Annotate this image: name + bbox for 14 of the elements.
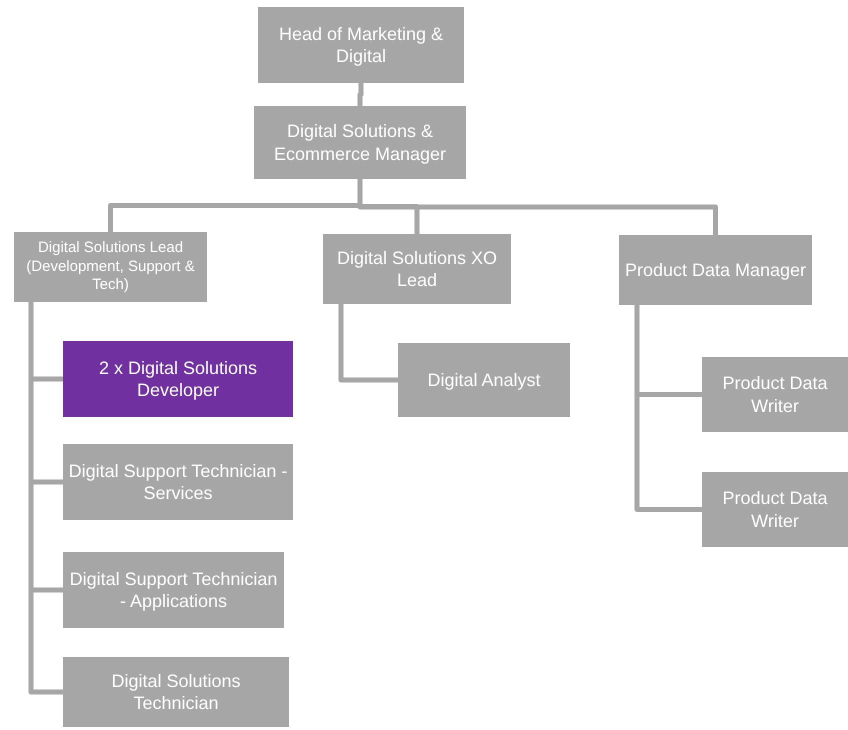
role-box: Digital Solutions & Ecommerce Manager <box>254 106 466 179</box>
role-box: Digital Support Technician - Applications <box>63 552 284 628</box>
role-box: Product Data Writer <box>702 472 848 547</box>
role-box: Digital Solutions Lead (Development, Support & Tech) <box>14 232 207 302</box>
role-box: Digital Solutions XO Lead <box>323 234 511 304</box>
connector-line <box>358 83 364 106</box>
role-box: Digital Solutions Technician <box>63 657 289 727</box>
role-box: Digital Support Technician - Services <box>63 444 293 520</box>
role-box: 2 x Digital Solutions Developer <box>63 341 293 417</box>
role-box: Head of Marketing & Digital <box>258 7 464 83</box>
connector-line <box>338 304 398 382</box>
role-box: Product Data Writer <box>702 357 848 432</box>
role-box: Product Data Manager <box>619 235 812 305</box>
role-box: Digital Analyst <box>398 343 570 417</box>
